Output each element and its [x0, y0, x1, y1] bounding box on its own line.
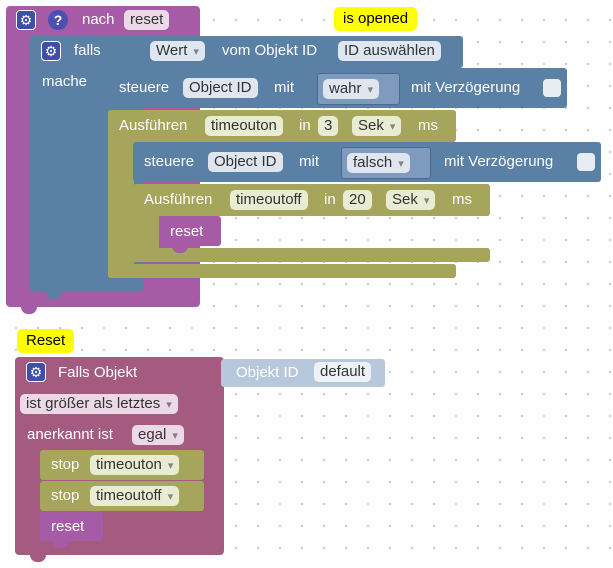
event-block-bottom-notch	[21, 307, 37, 314]
ausfuehren-label: Ausführen	[119, 117, 188, 134]
reset-call-label: reset	[170, 223, 204, 240]
timeout-block-footer-1	[108, 264, 456, 278]
steuere-label: steuere	[144, 153, 195, 170]
timeout-amount-field[interactable]: 3	[318, 116, 339, 136]
delay-checkbox[interactable]	[543, 79, 561, 97]
ms-label: ms	[452, 191, 472, 208]
function-call-reset[interactable]	[40, 511, 103, 541]
gear-icon[interactable]: ⚙	[41, 41, 61, 61]
vom-objekt-label: vom Objekt ID	[222, 42, 318, 59]
condition-dropdown[interactable]: ist größer als letztes	[20, 394, 178, 414]
mache-label: mache	[42, 73, 88, 90]
comment-is-opened[interactable]: is opened	[334, 7, 418, 31]
object-id-field[interactable]: Object ID	[183, 78, 258, 98]
anerkannt-dropdown[interactable]: egal	[132, 425, 184, 445]
ausfuehren-label: Ausführen	[144, 191, 213, 208]
objekt-id-label: Objekt ID	[236, 364, 299, 381]
timeout-name-field[interactable]: timeouton	[205, 116, 283, 136]
mit-label: mit	[274, 79, 294, 96]
delay-label: mit Verzögerung	[444, 153, 554, 170]
timeout-name-field[interactable]: timeoutoff	[230, 190, 308, 210]
reset-call-label: reset	[51, 518, 85, 535]
delay-checkbox[interactable]	[577, 153, 595, 171]
wert-dropdown[interactable]: Wert	[150, 41, 205, 61]
stop-timer-dropdown[interactable]: timeoutoff	[90, 486, 180, 506]
timeout-amount-field[interactable]: 20	[343, 190, 372, 210]
trigger-block-bottom-notch	[30, 555, 46, 562]
falls-label: falls	[74, 42, 101, 59]
function-call-reset[interactable]	[159, 216, 221, 246]
time-unit-dropdown[interactable]: Sek	[352, 116, 402, 136]
timeout-block-footer-2	[133, 248, 490, 262]
objekt-id-value-field[interactable]: default	[314, 362, 372, 382]
wahr-dropdown[interactable]: wahr	[323, 79, 380, 99]
id-select-field[interactable]: ID auswählen	[338, 41, 441, 61]
stop-timer-dropdown[interactable]: timeouton	[90, 455, 180, 475]
mit-label: mit	[299, 153, 319, 170]
stop-label: stop	[51, 456, 80, 473]
steuere-label: steuere	[119, 79, 170, 96]
function-call-notch	[53, 541, 69, 548]
anerkannt-label: anerkannt ist	[27, 426, 113, 443]
event-name-field[interactable]: reset	[124, 10, 170, 30]
falls-objekt-label: Falls Objekt	[58, 364, 138, 381]
comment-reset[interactable]: Reset	[17, 329, 75, 353]
in-label: in	[299, 117, 311, 134]
stop-label: stop	[51, 487, 80, 504]
nach-label: nach	[82, 11, 115, 28]
gear-icon[interactable]: ⚙	[26, 362, 46, 382]
if-block-bottom-notch	[46, 292, 62, 299]
in-label: in	[324, 191, 336, 208]
falsch-dropdown[interactable]: falsch	[347, 153, 410, 173]
ms-label: ms	[418, 117, 438, 134]
function-call-notch	[172, 246, 188, 253]
object-id-field[interactable]: Object ID	[208, 152, 283, 172]
delay-label: mit Verzögerung	[411, 79, 521, 96]
help-icon[interactable]: ?	[48, 10, 68, 30]
gear-icon[interactable]: ⚙	[16, 10, 36, 30]
time-unit-dropdown[interactable]: Sek	[386, 190, 436, 210]
